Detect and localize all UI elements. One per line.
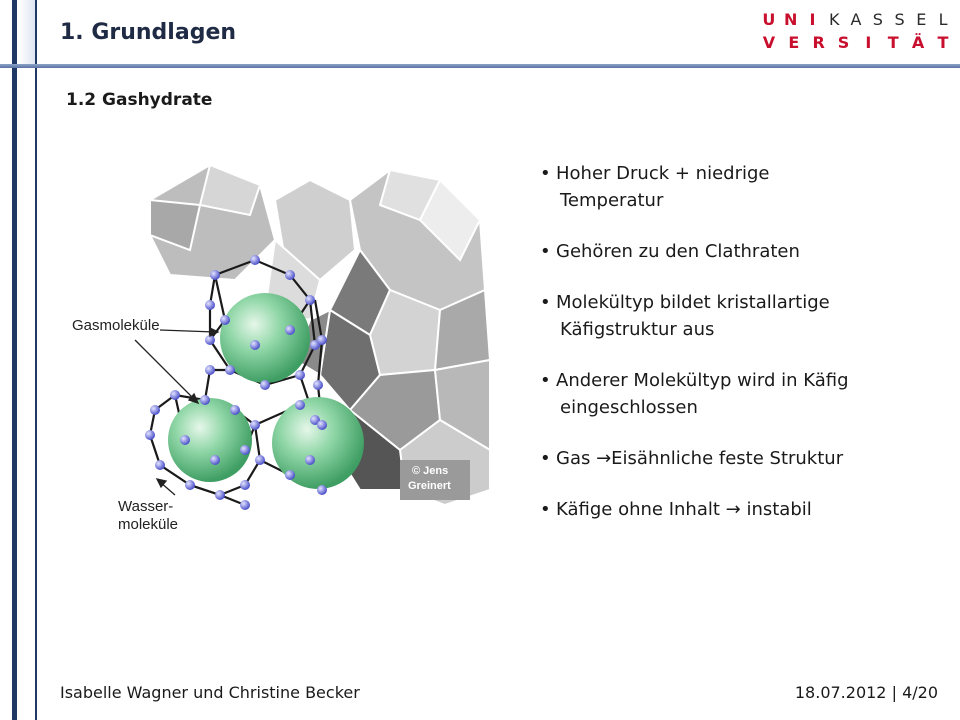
logo-row-1: U N I K A S S E L [758, 10, 954, 29]
bullet-dot-icon: • [540, 163, 551, 184]
header-bar [0, 64, 960, 68]
polyhedra-background [149, 163, 492, 507]
bullet-text: Gas [556, 448, 597, 469]
section-subtitle: 1.2 Gashydrate [66, 90, 213, 110]
bullet-dot-icon: • [540, 448, 551, 469]
logo-letter: S [872, 10, 883, 29]
bullet-text: Hoher Druck + niedrige [556, 163, 770, 184]
logo-letter: A [850, 10, 862, 29]
bullet-text: Molekültyp bildet kristallartige [556, 292, 830, 313]
bullet-text: instabil [740, 499, 812, 520]
logo-letter: I [865, 33, 872, 52]
arrow-right-icon: → [596, 448, 612, 469]
logo-letter: U [762, 10, 776, 29]
logo-letter: E [916, 10, 927, 29]
bullet-list: • Hoher Druck + niedrige Temperatur • Ge… [540, 160, 940, 547]
logo-letter: V [762, 33, 776, 52]
logo-letter: Ä [911, 33, 925, 52]
bullet-text: Eisähnliche feste Struktur [611, 448, 844, 469]
slide-title: 1. Grundlagen [60, 20, 237, 45]
gas-molecule-spheres [168, 293, 364, 489]
hydrate-structure-illustration [134, 163, 492, 510]
copyright-line-1: © Jens [412, 465, 449, 477]
label-water-molecules-2: moleküle [118, 516, 179, 533]
bullet-item: • Molekültyp bildet kristallartige Käfig… [540, 289, 940, 343]
logo-letter: T [937, 33, 949, 52]
gas-molecule-sphere [168, 398, 252, 482]
bullet-item: • Anderer Molekültyp wird in Käfig einge… [540, 367, 940, 421]
gas-molecule-sphere [220, 293, 310, 383]
bullet-item: • Gas →Eisähnliche feste Struktur [540, 445, 940, 472]
bullet-dot-icon: • [540, 370, 551, 391]
logo-row-2: V E R S I T Ä T [758, 33, 954, 52]
label-gas-molecules: Gasmoleküle [72, 317, 160, 334]
bullet-dot-icon: • [540, 292, 551, 313]
arrow-right-icon: → [725, 499, 741, 520]
copyright-box [400, 460, 470, 500]
gas-molecule-sphere [272, 397, 364, 489]
footer-date-page: 18.07.2012 | 4/20 [795, 683, 938, 702]
water-molecule-atoms [145, 255, 327, 510]
bullet-dot-icon: • [540, 241, 551, 262]
gas-hydrate-figure: Gasmoleküle Wasser- moleküle © Jens Grei… [60, 160, 500, 545]
bullet-text: Gehören zu den Clathraten [556, 241, 800, 262]
logo-letter: L [938, 10, 948, 29]
bullet-item: • Hoher Druck + niedrige Temperatur [540, 160, 940, 214]
label-arrows [134, 326, 220, 496]
bullet-text: Anderer Molekültyp wird in Käfig [556, 370, 849, 391]
footer-date: 18.07.2012 | [794, 683, 897, 702]
footer-page-number: 4/20 [902, 683, 938, 702]
logo-letter: R [812, 33, 825, 52]
left-border-line [12, 0, 17, 720]
logo-letter: S [894, 10, 905, 29]
footer-authors: Isabelle Wagner und Christine Becker [60, 683, 360, 702]
bullet-text: Käfige ohne Inhalt [556, 499, 726, 520]
university-logo: U N I K A S S E L V E R S I T Ä T [758, 10, 954, 60]
logo-letter: S [837, 33, 850, 52]
logo-letter: I [809, 10, 816, 29]
logo-letter: E [788, 33, 800, 52]
logo-letter: T [887, 33, 899, 52]
bullet-item: • Gehören zu den Clathraten [540, 238, 940, 265]
bullet-item: • Käfige ohne Inhalt → instabil [540, 496, 940, 523]
logo-letter: N [783, 10, 798, 29]
bullet-dot-icon: • [540, 499, 551, 520]
bullet-text-continued: Käfigstruktur aus [560, 319, 715, 340]
bullet-text-continued: Temperatur [560, 190, 664, 211]
header-accent-box [18, 0, 35, 64]
copyright-line-2: Greinert [408, 480, 451, 492]
left-border-line-thin [35, 0, 37, 720]
logo-letter: K [828, 10, 840, 29]
bullet-text-continued: eingeschlossen [560, 397, 698, 418]
label-water-molecules-1: Wasser- [118, 498, 174, 515]
